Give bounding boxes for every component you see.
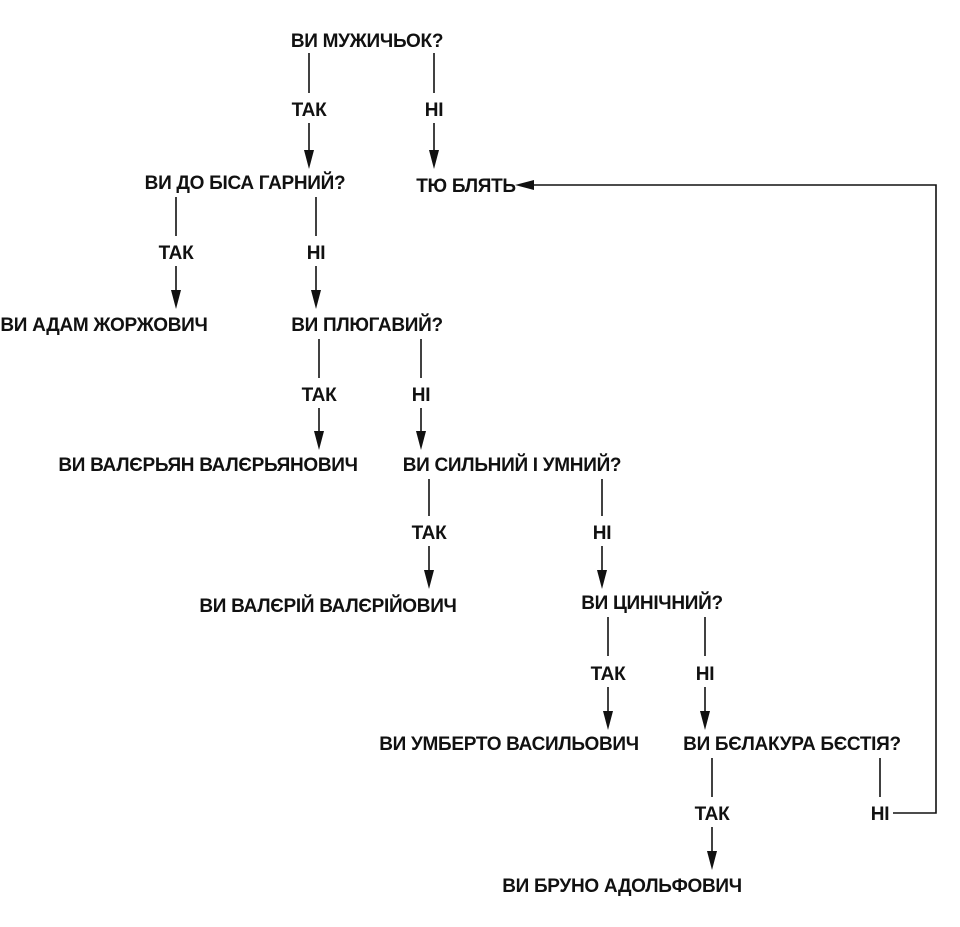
question-belakura: ВИ БЄЛАКУРА БЄСТІЯ? [683, 734, 901, 755]
edge-muzhychok-no: НІ [425, 53, 444, 169]
edge-belakura-no: НІ [515, 180, 937, 825]
edge-label-no: НІ [425, 100, 443, 121]
edge-pliugavyi-no: НІ [412, 339, 431, 450]
edge-label-no: НІ [307, 243, 325, 264]
edge-label-no: НІ [593, 523, 611, 544]
arrowhead-icon [304, 150, 314, 169]
edge-label-no: НІ [412, 385, 430, 406]
result-tiu-bliat: ТЮ БЛЯТЬ [416, 176, 516, 197]
arrowhead-icon [707, 851, 717, 870]
arrowhead-icon [416, 431, 426, 450]
result-bruno: ВИ БРУНО АДОЛЬФОВИЧ [502, 876, 742, 897]
result-valerii: ВИ ВАЛЄРІЙ ВАЛЄРІЙОВИЧ [199, 595, 456, 617]
edge-tsynichnyi-yes: ТАК [591, 617, 627, 730]
question-garnyi: ВИ ДО БІСА ГАРНИЙ? [145, 172, 346, 194]
edge-tsynichnyi-no: НІ [696, 617, 715, 730]
edge-garnyi-yes: ТАК [159, 197, 195, 309]
edge-label-no: НІ [871, 804, 889, 825]
arrowhead-icon [314, 431, 324, 450]
edge-sylnyi-yes: ТАК [412, 479, 448, 589]
edge-label-yes: ТАК [695, 804, 731, 825]
question-muzhychok: ВИ МУЖИЧЬОК? [291, 31, 443, 52]
edge-pliugavyi-yes: ТАК [302, 339, 338, 450]
edge-belakura-yes: ТАК [695, 758, 731, 870]
edge-sylnyi-no: НІ [593, 479, 612, 589]
arrowhead-icon [515, 180, 534, 190]
result-adam: ВИ АДАМ ЖОРЖОВИЧ [0, 315, 207, 336]
edge-muzhychok-yes: ТАК [292, 53, 328, 169]
result-umberto: ВИ УМБЕРТО ВАСИЛЬОВИЧ [379, 734, 639, 755]
edge-label-yes: ТАК [302, 385, 338, 406]
arrowhead-icon [700, 711, 710, 730]
arrowhead-icon [429, 150, 439, 169]
arrowhead-icon [603, 711, 613, 730]
edge-label-yes: ТАК [159, 243, 195, 264]
arrowhead-icon [597, 570, 607, 589]
question-tsynichnyi: ВИ ЦИНІЧНИЙ? [581, 592, 723, 614]
edge-label-yes: ТАК [292, 100, 328, 121]
result-valerian: ВИ ВАЛЄРЬЯН ВАЛЄРЬЯНОВИЧ [58, 455, 357, 476]
edge-label-yes: ТАК [412, 523, 448, 544]
question-sylnyi: ВИ СИЛЬНИЙ І УМНИЙ? [403, 454, 621, 476]
edge-garnyi-no: НІ [307, 197, 326, 309]
edge-label-yes: ТАК [591, 664, 627, 685]
question-pliugavyi: ВИ ПЛЮГАВИЙ? [291, 314, 443, 336]
arrowhead-icon [171, 290, 181, 309]
arrowhead-icon [424, 570, 434, 589]
arrowhead-icon [311, 290, 321, 309]
edge-label-no: НІ [696, 664, 714, 685]
